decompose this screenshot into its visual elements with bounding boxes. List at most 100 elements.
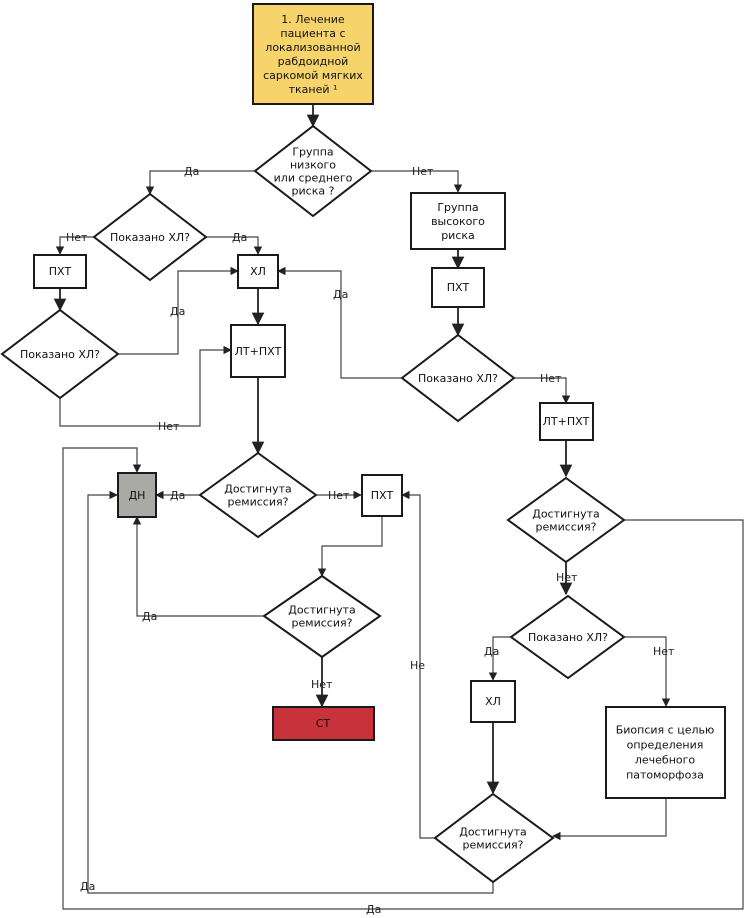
- surgery-box-top-text: ХЛ: [250, 265, 266, 278]
- edge-qrt-low-yes: [488, 636, 511, 681]
- node-text-line: Показано ХЛ?: [20, 348, 100, 361]
- node-text-line: Биопсия с целью: [616, 724, 715, 737]
- node-text-line: Показано ХЛ?: [110, 231, 190, 244]
- rt-indicated-decision-left2-text: Показано ХЛ?: [20, 348, 100, 361]
- node-text-line: или среднего: [274, 172, 353, 185]
- surgery-box-low-text: ХЛ: [485, 695, 501, 708]
- surgery-box-top: ХЛ: [237, 254, 279, 289]
- node-text-line: пациента с: [280, 27, 345, 40]
- node-text-line: саркомой мягких: [263, 69, 363, 82]
- chemo-box-left: ПХТ: [33, 254, 87, 289]
- node-text-line: ПХТ: [447, 281, 470, 294]
- label-qrem-right-no: Нет: [556, 571, 578, 584]
- rt-indicated-decision-left-text: Показано ХЛ?: [110, 231, 190, 244]
- chemo-box-mid-text: ПХТ: [371, 489, 394, 502]
- label-qrem-center-no: Нет: [328, 489, 350, 502]
- chemo-box-left-text: ПХТ: [49, 265, 72, 278]
- label-qrem-mid-yes: Да: [142, 610, 157, 623]
- label-qrt-right-no: Нет: [540, 372, 562, 385]
- node-text-line: ЛТ+ПХТ: [543, 415, 590, 428]
- node-text-line: риска: [441, 229, 475, 242]
- node-text-line: рабдоидной: [278, 55, 349, 68]
- rt-indicated-decision-right: Показано ХЛ?: [400, 333, 516, 423]
- node-text-line: ХЛ: [485, 695, 501, 708]
- node-text-line: 1. Лечение: [281, 13, 345, 26]
- node-text-line: Группа: [292, 146, 333, 159]
- label-qrt-low-yes: Да: [484, 645, 499, 658]
- node-text-line: риска ?: [292, 185, 335, 198]
- label-qrt-left-no: Нет: [66, 231, 88, 244]
- edge-qrt-left2-yes: [118, 266, 239, 355]
- node-text-line: Достигнута: [459, 826, 527, 839]
- node-text-line: ремиссия?: [292, 617, 353, 630]
- edge-biopsy-to-qrem: [552, 798, 667, 841]
- node-text-line: лечебного: [635, 754, 696, 767]
- node-text-line: ХЛ: [250, 265, 266, 278]
- chemo-box-right: ПХТ: [431, 267, 485, 308]
- label-qrt-left-yes: Да: [232, 231, 247, 244]
- node-text-line: Показано ХЛ?: [528, 631, 608, 644]
- node-text-line: Группа: [437, 201, 478, 214]
- node-text-line: СТ: [316, 717, 331, 730]
- label-qrem-right-yes: Да: [366, 903, 381, 916]
- label-qrem-mid-no: Нет: [311, 678, 333, 691]
- label-qrt-low-no: Нет: [653, 645, 675, 658]
- edge-qrt-left2-no: [59, 345, 232, 427]
- rt-indicated-decision-right-text: Показано ХЛ?: [418, 372, 498, 385]
- rt-chemo-box-center-text: ЛТ+ПХТ: [235, 345, 282, 358]
- edge-qrem-bottom-yes: [87, 490, 494, 894]
- node-text-line: определения: [627, 739, 704, 752]
- node-text-line: ремиссия?: [536, 521, 597, 534]
- label-qrt-left2-yes: Да: [170, 305, 185, 318]
- chemo-box-mid: ПХТ: [361, 474, 403, 517]
- node-text-line: ПХТ: [371, 489, 394, 502]
- label-qrem-center-yes: Да: [170, 489, 185, 502]
- edge-risk-yes: [145, 170, 255, 195]
- node-text-line: локализованной: [265, 41, 360, 54]
- follow-up-box: ДН: [117, 472, 157, 518]
- surgery-box-low: ХЛ: [470, 680, 516, 723]
- edge-risk-no: [371, 170, 463, 193]
- edge-qrem-mid-yes: [132, 516, 264, 617]
- edge-labels: Да Нет Нет Да Да Да Нет Нет Да Нет Да Не…: [66, 165, 675, 916]
- rt-chemo-box-right-text: ЛТ+ПХТ: [543, 415, 590, 428]
- node-text-line: Достигнута: [224, 483, 292, 496]
- node-text-line: ДН: [129, 489, 146, 502]
- edges: [53, 104, 744, 910]
- node-text-line: низкого: [290, 159, 336, 172]
- rt-indicated-decision-low: Показано ХЛ?: [509, 594, 626, 680]
- st-box-text: СТ: [316, 717, 331, 730]
- node-text-line: ремиссия?: [463, 839, 524, 852]
- label-risk-no: Нет: [412, 165, 434, 178]
- rt-chemo-box-center: ЛТ+ПХТ: [230, 324, 286, 378]
- rt-indicated-decision-left2: Показано ХЛ?: [0, 308, 120, 400]
- label-qrem-bottom-yes: Да: [80, 880, 95, 893]
- follow-up-box-text: ДН: [129, 489, 146, 502]
- node-text-line: Достигнута: [288, 604, 356, 617]
- node-text-line: Показано ХЛ?: [418, 372, 498, 385]
- edge-qrt-right-no: [514, 377, 571, 404]
- label-risk-yes: Да: [184, 165, 199, 178]
- edge-qrem-bottom-no: [401, 490, 435, 839]
- edge-qrt-right-yes: [277, 266, 402, 379]
- node-text-line: высокого: [431, 215, 485, 228]
- rt-chemo-box-right: ЛТ+ПХТ: [539, 402, 594, 441]
- node-text-line: ремиссия?: [228, 496, 289, 509]
- edge-qrt-low-no: [624, 636, 671, 707]
- edge-qrt-left-yes: [206, 236, 263, 255]
- node-text-line: Достигнута: [532, 508, 600, 521]
